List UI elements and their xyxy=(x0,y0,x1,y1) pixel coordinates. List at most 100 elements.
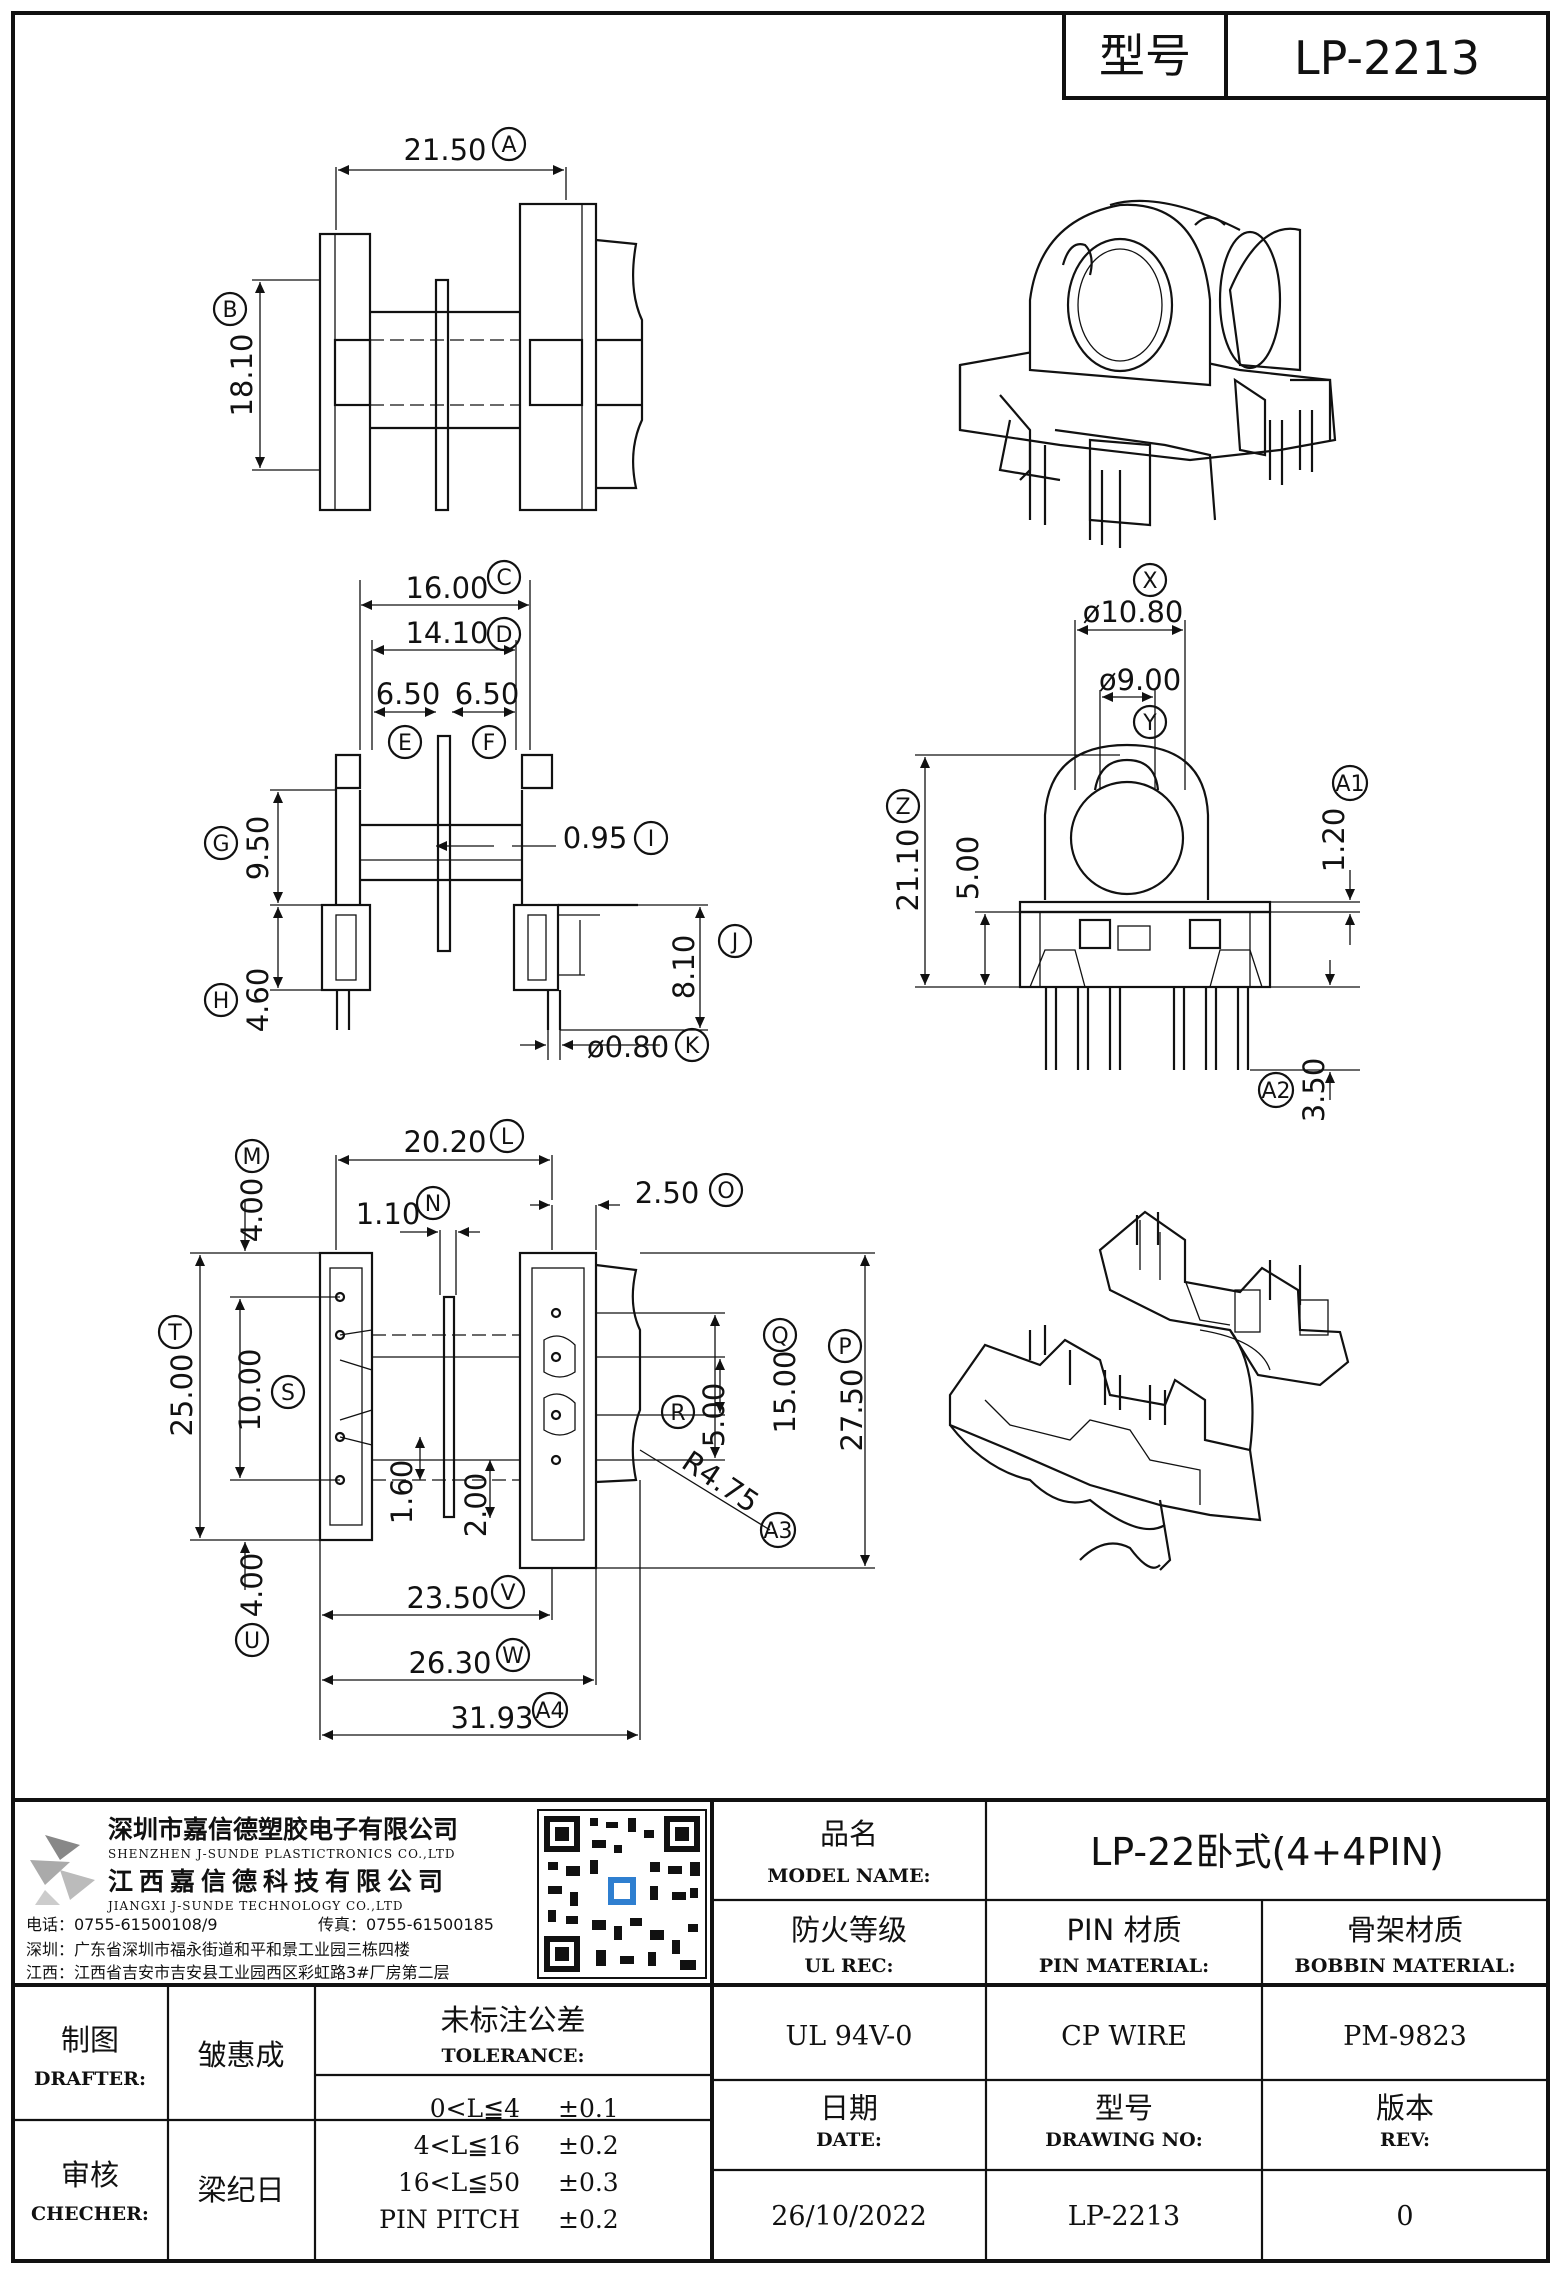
header-model-value: LP-2213 xyxy=(1294,31,1480,85)
callout-W-label: W xyxy=(502,1644,524,1669)
drafter-label-en: DRAFTER: xyxy=(34,2068,146,2090)
iso-view-bottom xyxy=(948,1210,1350,1571)
tolerance-value: ±0.2 xyxy=(558,2131,619,2160)
company-name-cn: 深圳市嘉信德塑胶电子有限公司 xyxy=(108,1815,458,1844)
dim-J-value: 8.10 xyxy=(667,935,701,1000)
date-label-cn: 日期 xyxy=(820,2091,878,2125)
callout-E xyxy=(387,724,423,760)
callout-D-label: D xyxy=(496,623,513,648)
tolerance-value: ±0.3 xyxy=(558,2168,619,2197)
company-phone: 电话：0755-61500108/9 xyxy=(26,1915,218,1934)
rev-label-en: REV: xyxy=(1380,2129,1430,2151)
company2-name-en: JIANGXI J-SUNDE TECHNOLOGY CO.,LTD xyxy=(106,1899,404,1913)
dim-T-value: 25.00 xyxy=(165,1353,199,1436)
header-model-label: 型号 xyxy=(1099,29,1191,83)
callout-N xyxy=(415,1185,451,1221)
drafter-label-cn: 制图 xyxy=(61,2023,119,2057)
callout-A1 xyxy=(1331,764,1369,802)
callout-M xyxy=(234,1138,270,1174)
header-model-box: 型号 LP-2213 xyxy=(1062,11,1550,100)
bobbin-label-en: BOBBIN MATERIAL: xyxy=(1294,1955,1515,1977)
dim-Z2-value: 5.00 xyxy=(951,836,985,901)
company-address-jx: 江西：江西省吉安市吉安县工业园西区彩虹路3#厂房第二层 xyxy=(26,1963,450,1982)
checker-label-en: CHECHER: xyxy=(31,2203,149,2225)
dim-W-value: 26.30 xyxy=(408,1646,491,1680)
callout-T xyxy=(157,1314,193,1350)
callout-Q xyxy=(762,1317,798,1353)
model-name-value: LP-22卧式(4+4PIN) xyxy=(1090,1830,1444,1874)
dim-Z-value: 21.10 xyxy=(891,828,925,911)
callout-U xyxy=(234,1622,270,1658)
callout-C xyxy=(486,559,522,595)
callout-K-label: K xyxy=(685,1034,700,1059)
callout-F-label: F xyxy=(483,731,496,756)
callout-L-label: L xyxy=(501,1125,514,1150)
dim-A3-value: R4.75 xyxy=(676,1444,765,1520)
tolerance-label-cn: 未标注公差 xyxy=(440,2003,585,2037)
callout-X xyxy=(1132,562,1168,598)
company-name-en: SHENZHEN J-SUNDE PLASTICTRONICS CO.,LTD xyxy=(108,1847,455,1861)
dim-K-value: ø0.80 xyxy=(587,1030,669,1064)
callout-A2 xyxy=(1257,1071,1295,1109)
callout-X-label: X xyxy=(1142,569,1157,594)
callout-A1-label: A1 xyxy=(1335,772,1364,797)
dim-D-value: 14.10 xyxy=(405,616,488,650)
callout-U-label: U xyxy=(244,1629,260,1654)
dim-L-value: 20.20 xyxy=(403,1125,486,1159)
dim-H-value: 4.60 xyxy=(241,968,275,1033)
tolerance-range: PIN PITCH xyxy=(379,2205,520,2234)
pin-label-cn: PIN 材质 xyxy=(1067,1913,1182,1947)
dim-R2-value: 1.60 xyxy=(385,1460,419,1525)
dim-O-value: 2.50 xyxy=(635,1176,700,1210)
drawing-label-cn: 型号 xyxy=(1095,2091,1153,2125)
callout-J xyxy=(717,923,753,959)
callout-Y xyxy=(1132,704,1168,740)
dim-X-value: ø10.80 xyxy=(1083,595,1184,629)
callout-P xyxy=(827,1328,863,1364)
top-view xyxy=(252,165,644,512)
callout-R-label: R xyxy=(670,1401,685,1426)
dim-Q-value: 15.00 xyxy=(768,1350,802,1433)
callout-S-label: S xyxy=(281,1381,295,1406)
sheet-border xyxy=(11,11,1550,2263)
callout-Y-label: Y xyxy=(1142,711,1157,736)
tolerance-value: ±0.1 xyxy=(558,2094,619,2123)
dim-U-value: 4.00 xyxy=(235,1553,269,1618)
callout-N-label: N xyxy=(425,1192,441,1217)
callout-C-label: C xyxy=(496,566,511,591)
callout-I-label: I xyxy=(648,827,655,852)
callout-A xyxy=(491,126,527,162)
dim-P-value: 27.50 xyxy=(835,1368,869,1451)
dim-R-value: 5.00 xyxy=(697,1383,731,1448)
callout-M-label: M xyxy=(243,1145,262,1170)
callout-I xyxy=(633,820,669,856)
dim-Y-value: ø9.00 xyxy=(1099,663,1181,697)
pin-label-en: PIN MATERIAL: xyxy=(1039,1955,1209,1977)
bobbin-value: PM-9823 xyxy=(1343,2021,1467,2052)
drawing-label-en: DRAWING NO: xyxy=(1045,2129,1202,2151)
callout-A4 xyxy=(531,1691,569,1729)
company-logo xyxy=(30,1835,95,1905)
company-address-sz: 深圳：广东省深圳市福永街道和平和景工业园三栋四楼 xyxy=(26,1940,410,1959)
drafter-name: 皱惠成 xyxy=(197,2038,284,2072)
dim-V-value: 23.50 xyxy=(406,1581,489,1615)
callout-B-label: B xyxy=(222,298,237,323)
dim-E-value: 6.50 xyxy=(376,677,441,711)
callout-K xyxy=(674,1027,710,1063)
checker-label-cn: 审核 xyxy=(61,2158,119,2192)
callout-A-label: A xyxy=(501,133,516,158)
model-name-cn: 品名 xyxy=(820,1817,878,1851)
callout-A3-label: A3 xyxy=(763,1519,792,1544)
callout-H-label: H xyxy=(213,989,230,1014)
company2-name-cn: 江西嘉信德科技有限公司 xyxy=(108,1867,449,1896)
drawing-value: LP-2213 xyxy=(1068,2201,1180,2232)
callout-G xyxy=(203,825,239,861)
model-name-en: MODEL NAME: xyxy=(767,1865,930,1887)
dim-A2-value: 3.50 xyxy=(1297,1058,1331,1123)
callout-D xyxy=(486,616,522,652)
tolerance-range: 0<L≦4 xyxy=(430,2094,520,2123)
callout-A4-label: A4 xyxy=(535,1699,564,1724)
dim-A1-value: 1.20 xyxy=(1317,808,1351,873)
iso-view-top xyxy=(958,199,1337,548)
